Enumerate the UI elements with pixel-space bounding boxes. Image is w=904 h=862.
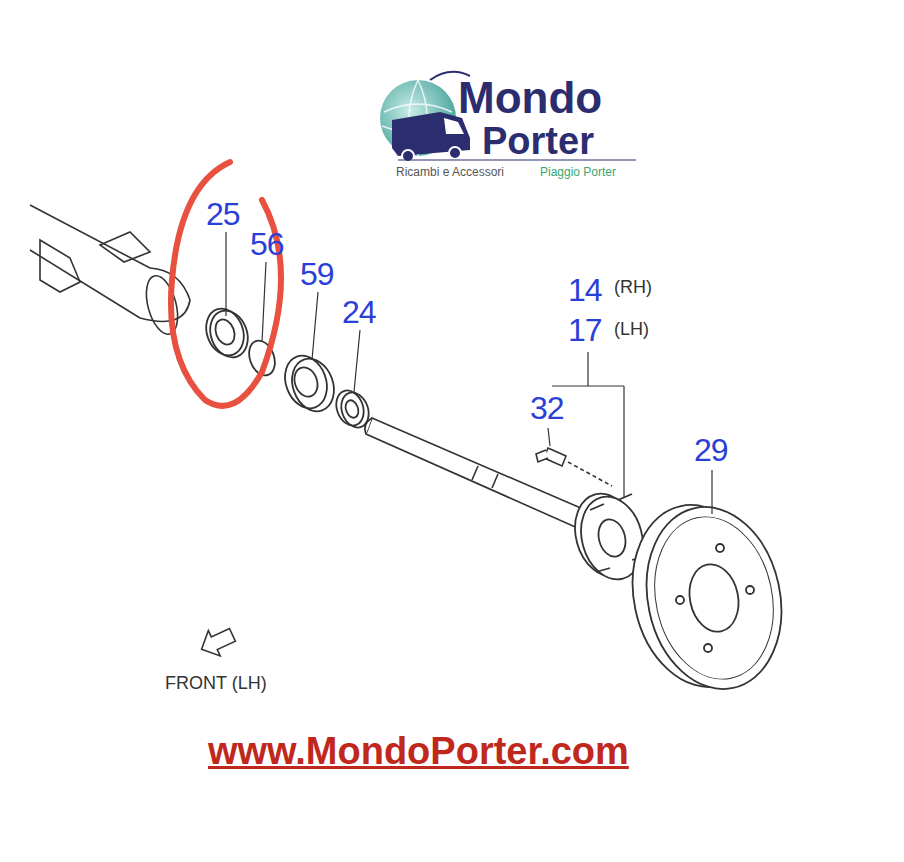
callout-number: 56 xyxy=(250,228,284,260)
callout-number: 24 xyxy=(342,296,376,328)
callout-number: 29 xyxy=(694,434,728,466)
side-note: (RH) xyxy=(614,278,652,296)
front-arrow xyxy=(196,622,239,662)
logo-tagline: Ricambi e Accessori xyxy=(396,166,504,178)
leader-lines xyxy=(226,232,712,514)
bearing xyxy=(200,303,254,362)
website-url: www.MondoPorter.com xyxy=(208,732,629,770)
wheel-bolt xyxy=(536,448,612,486)
side-note: (LH) xyxy=(614,320,649,338)
callout-number: 14 xyxy=(568,274,602,306)
callout-number: 17 xyxy=(568,314,602,346)
axle-housing xyxy=(30,205,190,338)
logo-tagline: Piaggio Porter xyxy=(540,166,616,178)
highlight-circle xyxy=(171,162,281,406)
axle-shaft xyxy=(365,418,590,530)
logo-emblem xyxy=(380,72,636,162)
direction-note: FRONT (LH) xyxy=(165,674,267,692)
logo-word: Mondo xyxy=(458,76,602,120)
callout-number: 25 xyxy=(206,198,240,230)
logo-word: Porter xyxy=(482,122,594,160)
bearing xyxy=(278,350,341,417)
brake-drum xyxy=(616,492,797,701)
callout-number: 32 xyxy=(530,392,564,424)
callout-number: 59 xyxy=(300,258,334,290)
